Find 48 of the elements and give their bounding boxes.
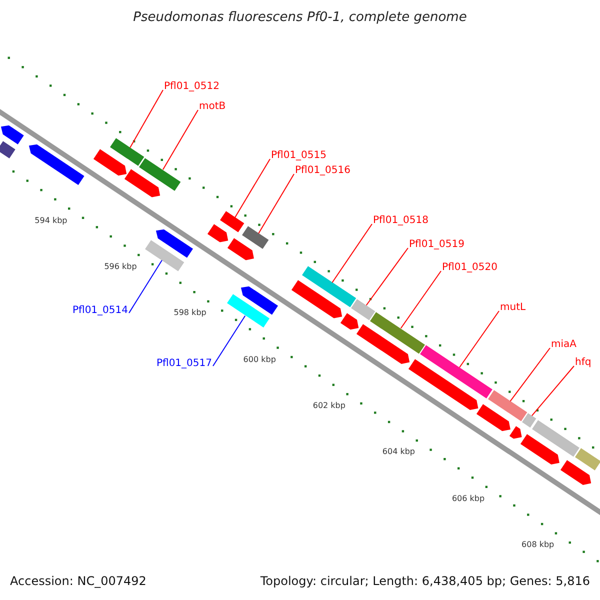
gene-label: Pfl01_0517 bbox=[156, 358, 212, 370]
gene-bar bbox=[420, 345, 493, 399]
leader-line bbox=[531, 366, 574, 416]
gene-label: miaA bbox=[551, 339, 576, 351]
leader-line bbox=[332, 224, 372, 283]
leader-line bbox=[130, 90, 164, 148]
gene-label: Pfl01_0519 bbox=[409, 239, 465, 251]
scale-label: 600 kbp bbox=[243, 354, 276, 364]
gene-bar bbox=[522, 412, 536, 428]
gene-bar bbox=[351, 299, 376, 320]
gene-label: Pfl01_0516 bbox=[295, 165, 351, 177]
gene-bar bbox=[574, 448, 600, 471]
footer-text: Accession: NC_007492 bbox=[10, 574, 146, 588]
gene-bar bbox=[488, 390, 527, 422]
gene-label: Pfl01_0520 bbox=[442, 262, 498, 274]
scale-label: 594 kbp bbox=[34, 216, 68, 224]
gene-label: Pfl01_0512 bbox=[164, 81, 220, 93]
gene-bar bbox=[138, 158, 181, 191]
scale-label: 596 kbp bbox=[104, 262, 137, 271]
gene-label: Pfl01_0515 bbox=[271, 150, 327, 162]
scale-label: 602 kbp bbox=[312, 401, 346, 410]
leader-line bbox=[459, 310, 500, 368]
leader-line bbox=[366, 248, 408, 306]
gene-label: Pfl01_0518 bbox=[373, 215, 429, 227]
gene-label: hfq bbox=[575, 357, 592, 369]
gene-bar bbox=[0, 141, 16, 159]
gene-bar bbox=[370, 312, 426, 354]
leader-line bbox=[510, 348, 550, 402]
title: Pseudomonas fluorescens Pf0-1, complete genome bbox=[133, 10, 467, 25]
gene-label: mutL bbox=[500, 302, 526, 314]
leader-line bbox=[128, 260, 162, 314]
gene-bar bbox=[220, 211, 244, 233]
scale-label: 608 kbp bbox=[522, 540, 554, 550]
scale-label: 606 kbp bbox=[452, 494, 485, 503]
scale-label: 604 kbp bbox=[382, 447, 415, 456]
gene-label: motB bbox=[199, 101, 226, 113]
gene-bar bbox=[242, 226, 269, 250]
gene-bar bbox=[532, 420, 580, 456]
leader-line bbox=[400, 270, 442, 329]
gene-bar bbox=[110, 138, 144, 166]
gene-bar bbox=[226, 294, 270, 328]
gene-bar bbox=[145, 240, 185, 272]
footer-text: Topology: circular; Length: 6,438,405 bp; Genes: 5,816 bbox=[260, 574, 590, 588]
leader-line bbox=[234, 158, 270, 218]
gene-bar bbox=[302, 266, 356, 308]
leader-line bbox=[212, 315, 246, 366]
gene-label: Pfl01_0514 bbox=[72, 305, 128, 317]
scale-label: 598 kbp bbox=[174, 308, 206, 318]
